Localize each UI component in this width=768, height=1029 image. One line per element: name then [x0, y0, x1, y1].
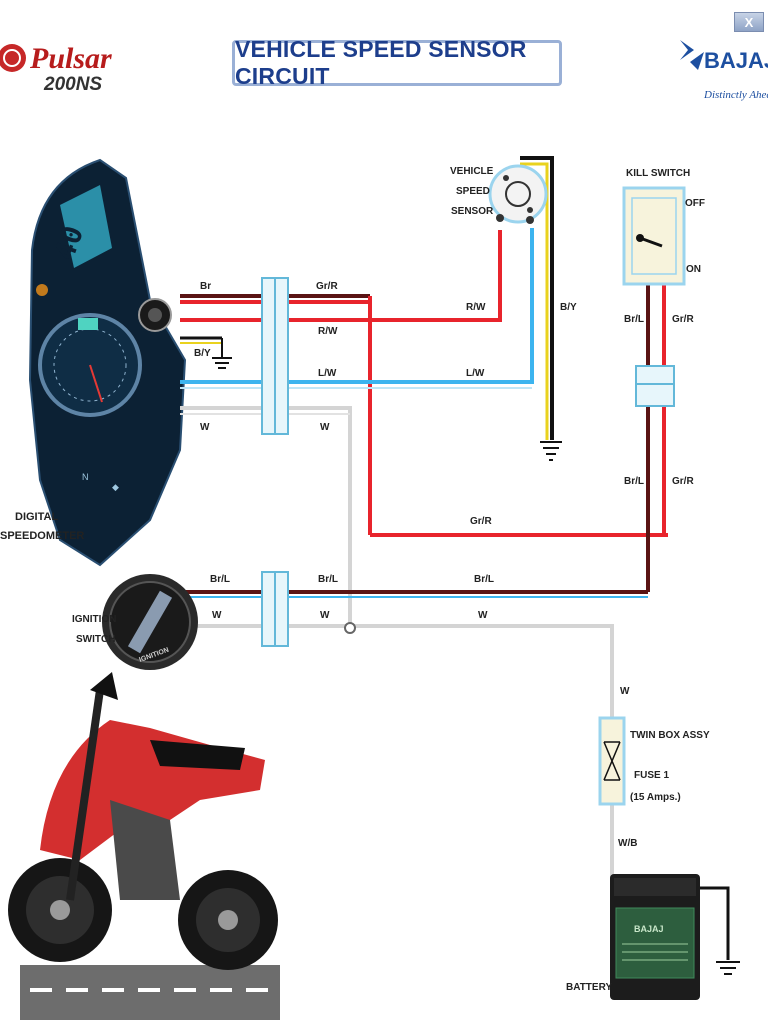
bajaj-logo-text: BAJAJ: [704, 48, 768, 73]
engine: [110, 800, 180, 900]
wire-r-w: [180, 230, 502, 322]
wire-label-br-l-ks: Br/L: [624, 314, 644, 325]
wire-label-w-left: W: [200, 422, 210, 433]
ignition-switch-label: IGNITION SWITCH: [72, 614, 119, 645]
battery: BAJAJ: [610, 874, 700, 1000]
ground-icon-left: [212, 357, 232, 369]
wire-label-br-l-2: Br/L: [318, 574, 338, 585]
fuse-icon: [603, 741, 621, 781]
connector-ignition: [261, 571, 289, 647]
wire-battery-ground: [700, 886, 730, 960]
wire-label-r-w-right: R/W: [466, 302, 486, 313]
digital-speedometer: 40 N ◆: [28, 158, 187, 567]
bajaj-tagline: Distinctly Ahead: [703, 89, 768, 101]
wire-label-r-w-left: R/W: [318, 326, 338, 337]
wire-label-w-b: W/B: [618, 838, 637, 849]
close-button[interactable]: X: [734, 12, 764, 32]
wire-label-gr-r-ks-low: Gr/R: [672, 476, 694, 487]
pulsar-logo-text: Pulsar: [29, 42, 112, 75]
twin-box-assy: [598, 716, 626, 806]
fuse-label: FUSE 1 (15 Amps.): [630, 770, 681, 803]
wire-label-br-l-ks-low: Br/L: [624, 476, 644, 487]
wire-labels: Br Gr/R R/W R/W B/Y B/Y L/W L/W W W Br/L…: [194, 281, 694, 849]
wire-label-br-l-1: Br/L: [210, 574, 230, 585]
wire-label-gr-r-bottom: Gr/R: [470, 516, 492, 527]
motorcycle-illustration: [8, 672, 280, 1020]
wire-label-w-ign-1: W: [212, 610, 222, 621]
ignition-switch: IGNITION: [102, 574, 198, 670]
wire-l-w: [180, 228, 534, 384]
kill-switch-label: KILL SWITCH: [626, 168, 690, 179]
wire-label-w-mid: W: [320, 422, 330, 433]
wire-label-br-l-3: Br/L: [474, 574, 494, 585]
kill-switch-on-label: ON: [686, 264, 701, 275]
kill-switch: [622, 186, 686, 286]
wire-label-gr-r-top: Gr/R: [316, 281, 338, 292]
ignition-key-slot: [127, 590, 173, 654]
wire-label-gr-r-ks: Gr/R: [672, 314, 694, 325]
connector-main: [261, 277, 289, 435]
connector-killswitch: [635, 365, 675, 407]
svg-text:N: N: [82, 472, 89, 482]
wire-junction: [344, 622, 356, 634]
speed-sensor-label: VEHICLE SPEED SENSOR: [450, 166, 496, 217]
speedometer-lcd: [60, 185, 112, 268]
wire-label-l-w-left: L/W: [318, 368, 337, 379]
vehicle-speed-sensor: [488, 164, 548, 224]
front-fork: [66, 689, 104, 901]
svg-text:◆: ◆: [112, 482, 119, 492]
pulsar-logo: Pulsar 200NS: [0, 42, 112, 95]
wire-label-w-ign-3: W: [478, 610, 488, 621]
road: [20, 965, 280, 1020]
wire-label-b-y-right: B/Y: [560, 302, 577, 313]
kill-switch-off-label: OFF: [685, 198, 705, 209]
page-title: VEHICLE SPEED SENSOR CIRCUIT: [232, 36, 562, 89]
battery-label: BATTERY: [566, 982, 612, 993]
bajaj-emblem-icon: [680, 40, 694, 60]
ground-icon-sensor: [540, 441, 562, 461]
wire-label-l-w-right: L/W: [466, 368, 485, 379]
wire-b-y-sensor: [520, 156, 554, 440]
wire-label-w-ign-2: W: [320, 610, 330, 621]
wire-label-b-y-left: B/Y: [194, 348, 211, 359]
wire-label-w-vert: W: [620, 686, 630, 697]
tachometer-needle: [89, 364, 103, 403]
indicator-lamp-icon: [36, 284, 48, 296]
wire-w: [180, 406, 352, 628]
battery-brand: BAJAJ: [634, 924, 664, 934]
wire-label-br: Br: [200, 281, 211, 292]
bajaj-logo: BAJAJ Distinctly Ahead: [680, 40, 768, 101]
twin-box-label: TWIN BOX ASSY: [630, 730, 710, 741]
speedometer-label: DIGITAL SPEEDOMETER: [0, 511, 84, 542]
ground-icon-battery: [716, 961, 740, 975]
pulsar-model-text: 200NS: [43, 74, 102, 95]
wire-w-ignition: [178, 624, 614, 710]
